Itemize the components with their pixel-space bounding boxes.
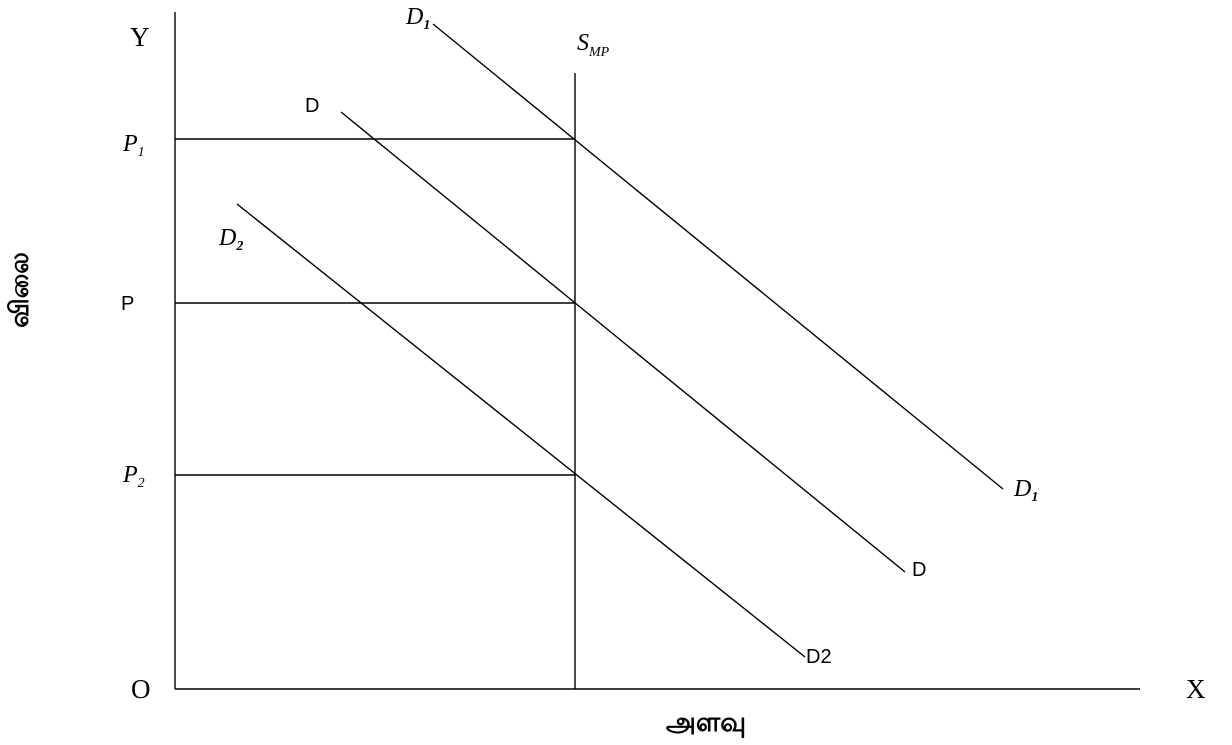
demand-label-d-top: D	[305, 95, 319, 117]
demand-label-d2-end: D2	[806, 646, 832, 668]
x-axis-title: அளவு	[666, 707, 746, 738]
origin-label: O	[131, 674, 151, 704]
demand-label-d-end: D	[912, 559, 926, 581]
demand-curve-d1	[432, 23, 1004, 490]
y-axis-title: விலை	[4, 252, 34, 328]
demand-label-d1-end: D1	[1013, 476, 1038, 505]
supply-label: SMP	[577, 30, 610, 60]
y-axis-letter: Y	[130, 22, 150, 52]
demand-curve-d2	[236, 203, 806, 658]
price-label-p2: P2	[122, 462, 145, 491]
price-label-p: P	[121, 293, 134, 315]
demand-label-d2-top: D2	[218, 225, 243, 254]
demand-curve-d	[340, 111, 906, 573]
demand-label-d1-top: D1	[405, 4, 430, 33]
x-axis-letter: X	[1186, 674, 1206, 704]
price-label-p1: P1	[122, 131, 145, 160]
